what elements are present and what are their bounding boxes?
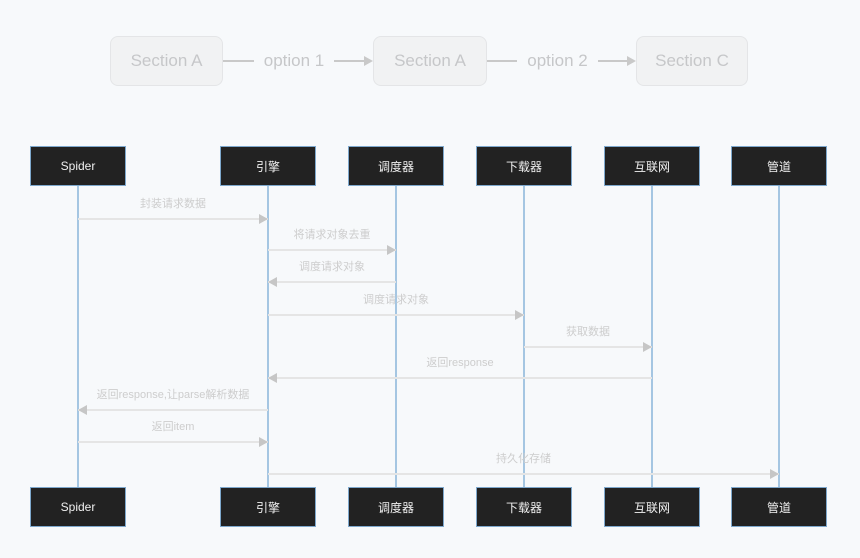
message-label-0: 封装请求数据 [140,198,206,210]
edge-line [223,60,254,62]
actor-top-scheduler: 调度器 [348,146,444,186]
edge-line [334,60,365,62]
message-label-6: 返回response,让parse解析数据 [96,389,250,401]
message-label-7: 返回item [151,421,195,433]
edge-line [597,60,628,62]
flowchart-node-section-c: Section C [636,36,748,86]
lifeline-spider [77,186,79,487]
actor-bottom-pipeline: 管道 [731,487,827,527]
actor-top-internet: 互联网 [604,146,700,186]
message-line-8 [268,473,779,475]
actor-top-engine: 引擎 [220,146,316,186]
message-arrowhead-right-icon-7 [259,437,268,447]
message-line-5 [268,377,652,379]
actor-bottom-internet: 互联网 [604,487,700,527]
actor-bottom-scheduler: 调度器 [348,487,444,527]
message-line-0 [78,218,268,220]
flowchart-edge-label: option 1 [263,51,325,70]
arrowhead-right-icon [627,56,636,66]
message-label-8: 持久化存储 [496,453,551,465]
message-label-2: 调度请求对象 [299,261,365,273]
arrowhead-right-icon [364,56,373,66]
message-arrowhead-left-icon-5 [268,373,277,383]
message-arrowhead-left-icon-2 [268,277,277,287]
actor-bottom-spider: Spider [30,487,126,527]
message-line-2 [268,281,396,283]
edge-line [487,60,518,62]
message-arrowhead-left-icon-6 [78,405,87,415]
message-line-3 [268,314,524,316]
actor-top-pipeline: 管道 [731,146,827,186]
flowchart-node-section-a-1: Section A [110,36,223,86]
actor-top-spider: Spider [30,146,126,186]
lifeline-downloader [523,186,525,487]
message-arrowhead-right-icon-3 [515,310,524,320]
message-line-1 [268,249,396,251]
message-label-5: 返回response [426,357,494,369]
flowchart-edge-option-1: option 1 [223,36,373,86]
actor-bottom-downloader: 下载器 [476,487,572,527]
message-line-7 [78,441,268,443]
message-arrowhead-right-icon-1 [387,245,396,255]
message-arrowhead-right-icon-4 [643,342,652,352]
message-label-1: 将请求对象去重 [293,229,371,241]
lifeline-scheduler [395,186,397,487]
actor-bottom-engine: 引擎 [220,487,316,527]
message-arrowhead-right-icon-8 [770,469,779,479]
lifeline-engine [267,186,269,487]
message-arrowhead-right-icon-0 [259,214,268,224]
lifeline-internet [651,186,653,487]
actor-top-downloader: 下载器 [476,146,572,186]
message-line-6 [78,409,268,411]
flowchart-edge-option-2: option 2 [487,36,636,86]
message-label-4: 获取数据 [566,326,610,338]
flowchart-node-section-a-2: Section A [373,36,487,86]
message-line-4 [524,346,652,348]
lifeline-pipeline [778,186,780,487]
message-label-3: 调度请求对象 [363,294,429,306]
flowchart-edge-label: option 2 [527,51,588,70]
